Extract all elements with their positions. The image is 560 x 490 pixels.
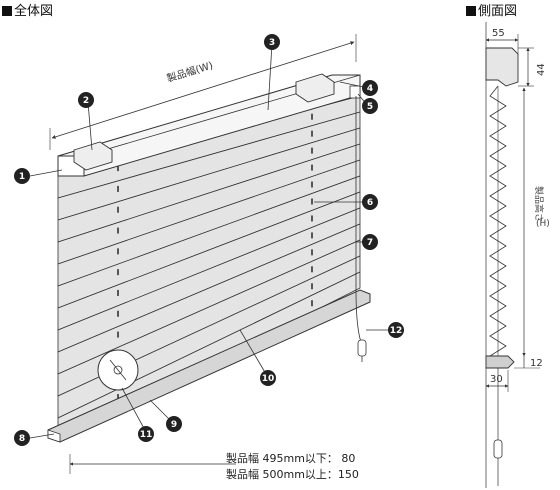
side-bottom-rail — [485, 355, 515, 369]
callout-badge-2: 2 — [78, 92, 94, 108]
callout-badge-6: 6 — [362, 194, 378, 210]
callout-badge-4: 4 — [362, 80, 378, 96]
side-height-label: 製品高さ — [533, 186, 545, 222]
callout-number: 1 — [19, 172, 25, 182]
side-view: 55 44 製品高さ (H) 12 30 — [485, 22, 550, 488]
side-dim-top: 55 — [492, 28, 505, 39]
side-headrail-profile — [485, 47, 519, 87]
callout-number: 3 — [269, 38, 275, 48]
callout-circle — [260, 370, 276, 386]
callout-circle — [362, 194, 378, 210]
leader-lines — [29, 43, 392, 439]
note-line-1: 製品幅 495mm以下： 80 — [226, 451, 355, 465]
callout-badge-12: 12 — [388, 322, 404, 338]
callout-number: 6 — [367, 198, 373, 208]
side-cord-grip — [493, 439, 503, 459]
callout-number: 10 — [262, 374, 275, 384]
overall-view-header: 全体図 — [2, 0, 53, 19]
callout-circle — [388, 322, 404, 338]
callout-badge-1: 1 — [14, 168, 30, 184]
side-height-sub: (H) — [536, 219, 550, 229]
callout-circle — [138, 426, 154, 442]
side-dim-head: 44 — [536, 63, 547, 76]
note-line-2: 製品幅 500mm以上：150 — [226, 467, 359, 481]
side-dim-rail: 30 — [490, 374, 503, 385]
side-view-title: 側面図 — [478, 4, 518, 19]
callout-number: 2 — [83, 96, 89, 106]
callout-number: 8 — [19, 434, 25, 444]
callout-badge-10: 10 — [260, 370, 276, 386]
callout-badge-7: 7 — [362, 234, 378, 250]
callout-badge-8: 8 — [14, 430, 30, 446]
width-dimension-line — [51, 41, 355, 139]
side-dim-bottom: 12 — [530, 358, 543, 369]
bracket-left — [73, 141, 113, 171]
callout-circle — [264, 34, 280, 50]
callout-circle — [362, 80, 378, 96]
callout-number: 5 — [367, 102, 373, 112]
callout-circle — [14, 168, 30, 184]
callout-circle — [166, 416, 182, 432]
header-square-icon — [2, 6, 12, 16]
width-label: 製品幅(W) — [165, 58, 215, 84]
callout-badge-5: 5 — [362, 98, 378, 114]
bracket-right — [295, 73, 335, 103]
side-view-header: 側面図 — [466, 0, 517, 19]
header-square-icon — [466, 6, 476, 16]
callout-number: 4 — [367, 84, 373, 94]
callout-number: 11 — [140, 430, 153, 440]
magnifier-detail-hole — [113, 365, 123, 375]
overall-view: 製品幅(W) 製品幅 495mm以下 — [14, 34, 404, 481]
callout-number: 7 — [367, 238, 373, 248]
callout-circle — [362, 234, 378, 250]
callout-circle — [14, 430, 30, 446]
callout-number: 9 — [171, 420, 177, 430]
cord-lock — [349, 85, 361, 99]
callout-circle — [78, 92, 94, 108]
callout-number: 12 — [390, 326, 403, 336]
callout-badge-3: 3 — [264, 34, 280, 50]
callout-badge-11: 11 — [138, 426, 154, 442]
callout-badge-9: 9 — [166, 416, 182, 432]
overall-view-title: 全体図 — [14, 4, 54, 19]
callout-circle — [362, 98, 378, 114]
cord-grip — [357, 339, 367, 357]
magnifier-detail-line — [109, 359, 127, 381]
